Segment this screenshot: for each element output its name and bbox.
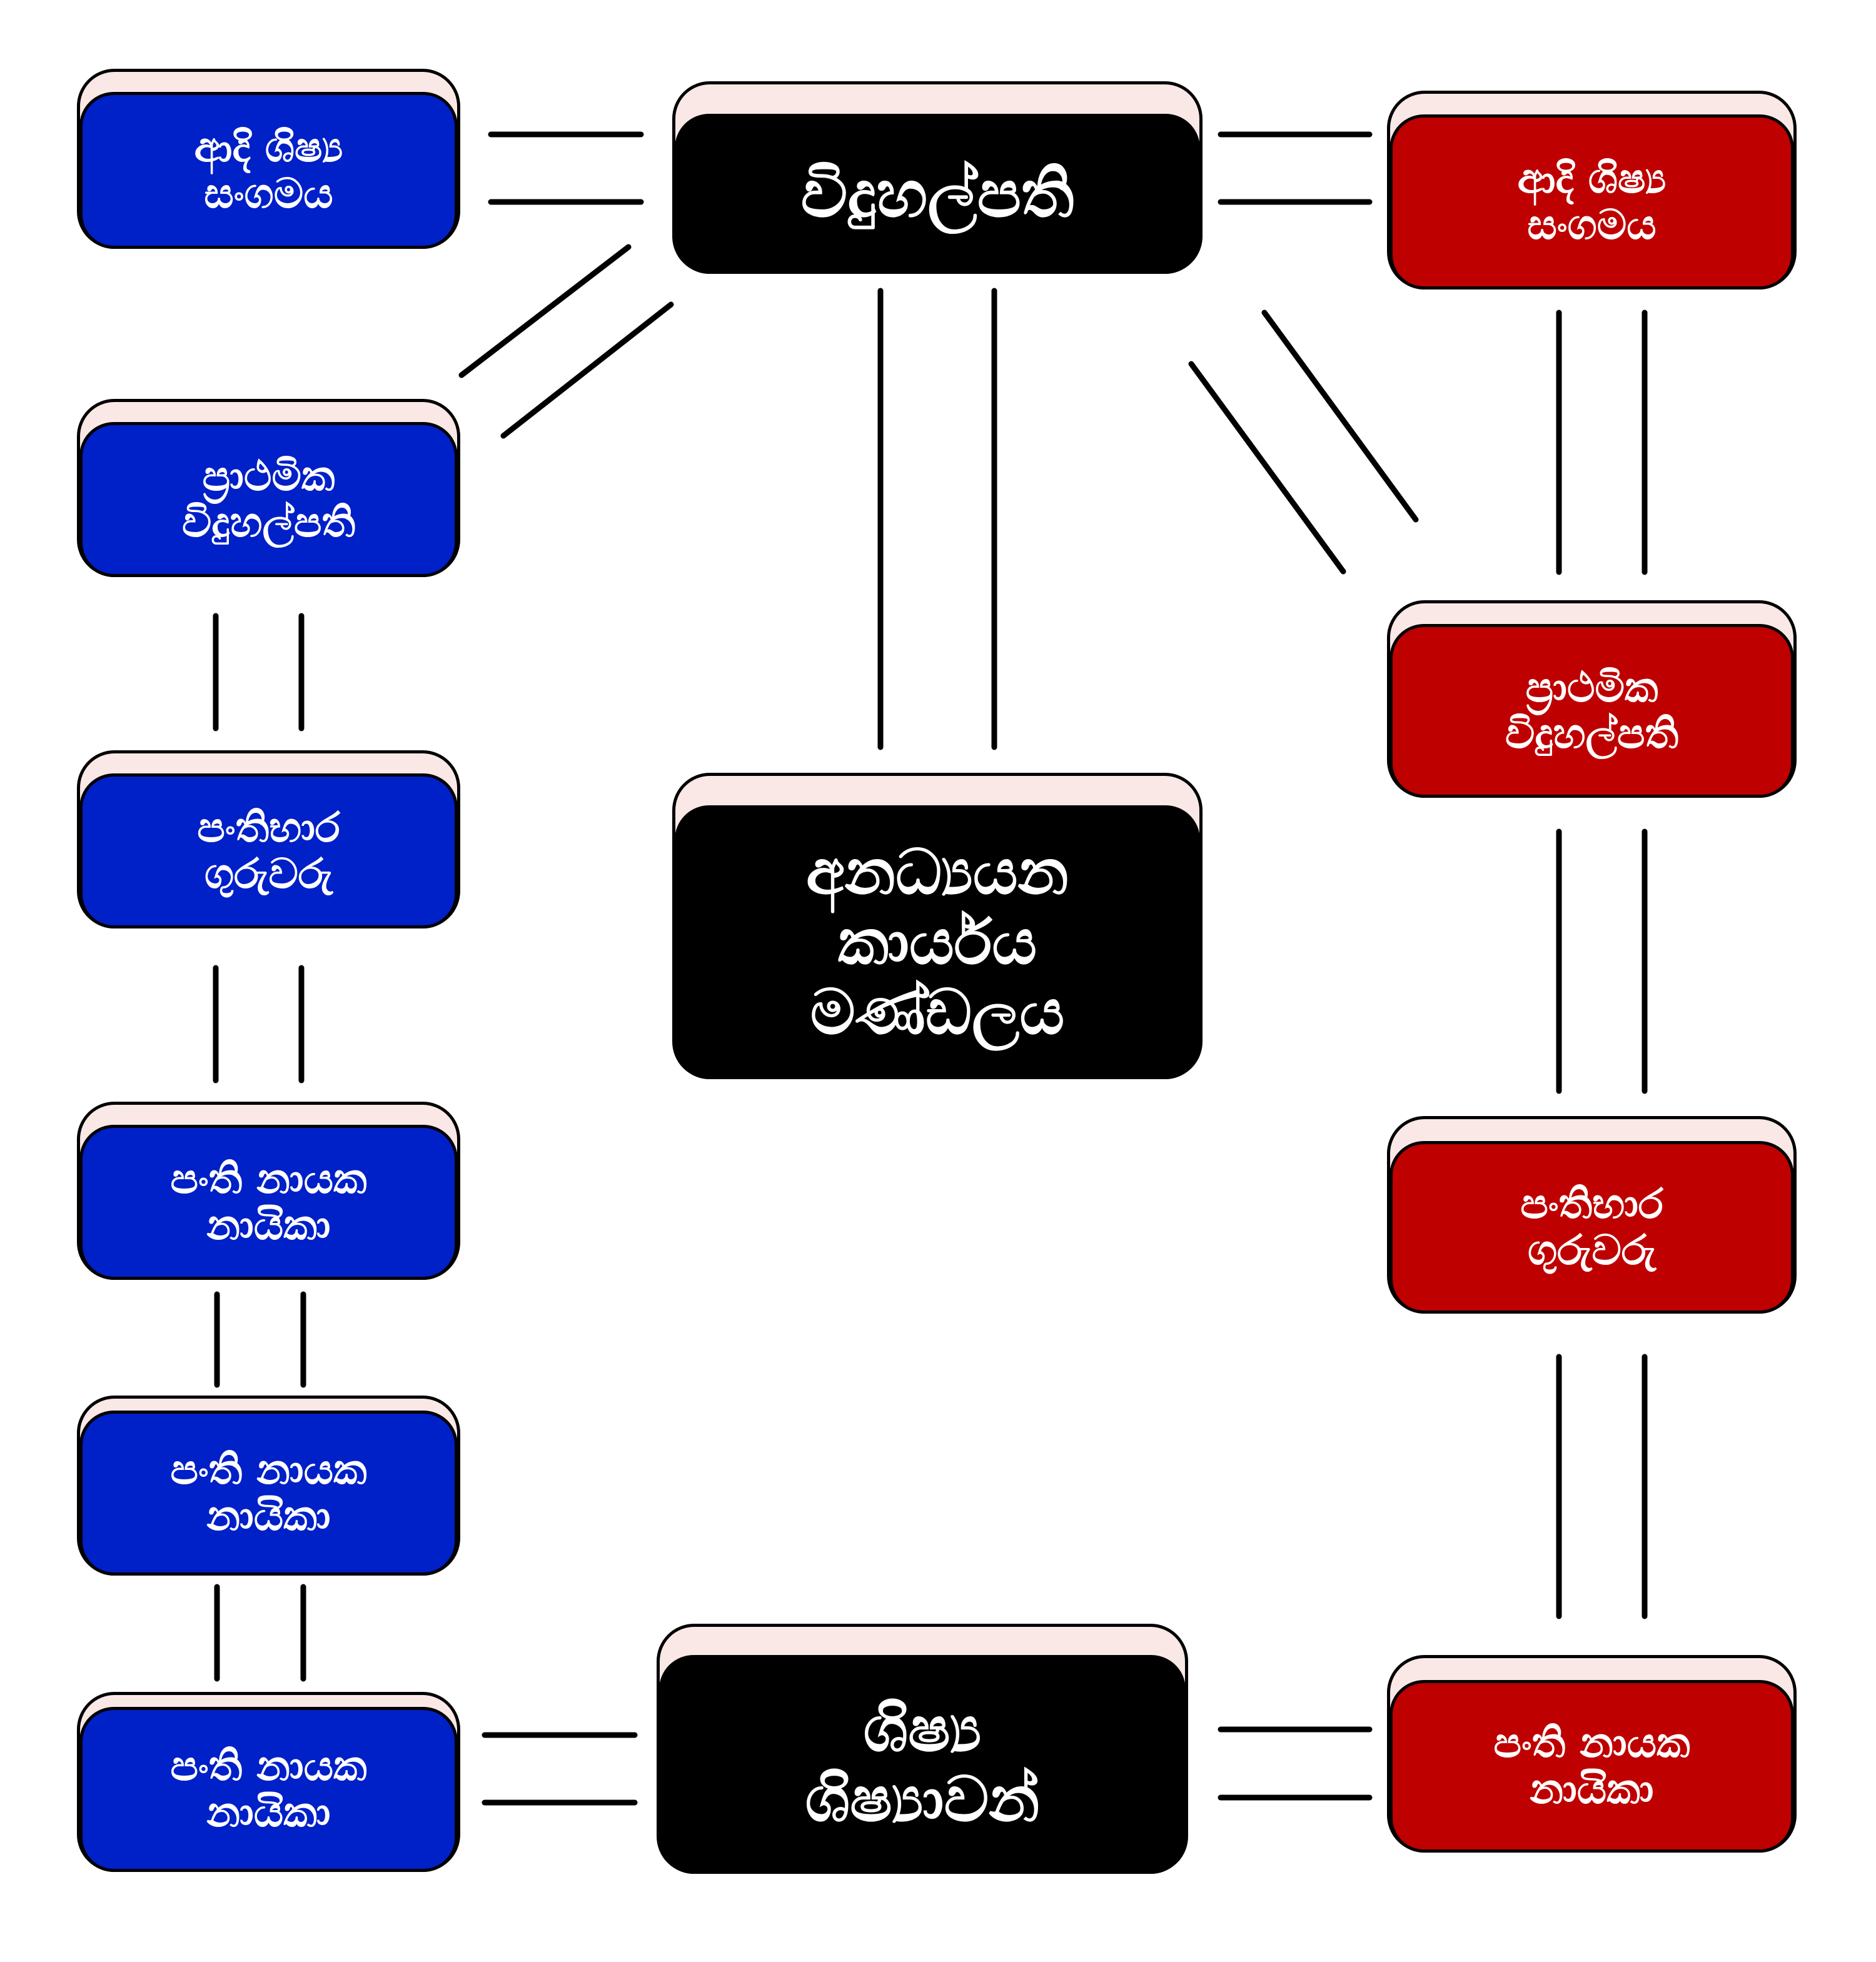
left-alumni-node: ආදි ශිෂ්‍ය සංගමය [77, 69, 460, 249]
card-front: පංතිභාර ගුරුවරු [1389, 1141, 1794, 1314]
principal-node: විදුහල්පති [672, 81, 1203, 274]
connector-line [1261, 309, 1419, 523]
card-front: අනධ්‍යයන කාර්යය මණ්ඩලය [675, 805, 1200, 1079]
card-front: පංති නායක නායිකා [79, 1125, 458, 1280]
left-class-monitors-node-2: පංති නායක නායිකා [77, 1396, 460, 1576]
card-front: ආදි ශිෂ්‍ය සංගමය [1389, 114, 1794, 289]
left-class-teachers-label: පංතිභාර ගුරුවරු [197, 803, 340, 898]
left-class-monitors-node-1: පංති නායක නායිකා [77, 1102, 460, 1280]
right-class-monitors-label: පංති නායක නායිකා [1493, 1719, 1690, 1813]
right-class-teachers-label: පංතිභාර ගුරුවරු [1520, 1180, 1663, 1274]
right-primary-principal-label: ප්‍රාථමික විදුහල්පති [1505, 663, 1679, 758]
connector-line [458, 244, 632, 378]
card-front: ප්‍රාථමික විදුහල්පති [1389, 624, 1794, 798]
students-node: ශිෂ්‍ය ශිෂ්‍යාවන් [657, 1624, 1188, 1874]
card-front: ප්‍රාථමික විදුහල්පති [79, 422, 458, 577]
card-front: පංතිභාර ගුරුවරු [79, 773, 458, 928]
principal-label: විදුහල්පති [800, 155, 1074, 232]
left-class-monitors-node-3: පංති නායක නායිකා [77, 1692, 460, 1872]
right-class-monitors-node: පංති නායක නායිකා [1387, 1655, 1797, 1853]
connector-line [1188, 361, 1346, 575]
non-academic-board-label: අනධ්‍යයන කාර්යය මණ්ඩලය [806, 835, 1069, 1049]
card-front: පංති නායක නායිකා [79, 1707, 458, 1872]
card-front: පංති නායක නායිකා [1389, 1680, 1794, 1853]
card-front: විදුහල්පති [675, 114, 1200, 274]
card-front: ශිෂ්‍ය ශිෂ්‍යාවන් [659, 1655, 1186, 1874]
card-front: ආදි ශිෂ්‍ය සංගමය [79, 92, 458, 249]
students-label: ශිෂ්‍ය ශිෂ්‍යාවන් [805, 1693, 1040, 1836]
left-class-monitors-label-1: පංති නායක නායිකා [170, 1155, 367, 1249]
left-class-monitors-label-2: පංති නායක නායිකා [170, 1446, 367, 1540]
left-alumni-label: ආදි ශිෂ්‍ය සංගමය [194, 123, 343, 218]
right-class-teachers-node: පංතිභාර ගුරුවරු [1387, 1116, 1797, 1314]
right-primary-principal-node: ප්‍රාථමික විදුහල්පති [1387, 600, 1797, 798]
left-class-teachers-node: පංතිභාර ගුරුවරු [77, 750, 460, 928]
connector-line [500, 301, 674, 439]
left-primary-principal-label: ප්‍රාථමික විදුහල්පති [181, 452, 356, 546]
right-alumni-label: ආදි ශිෂ්‍ය සංගමය [1517, 154, 1667, 249]
left-class-monitors-label-3: පංති නායක නායිකා [170, 1742, 367, 1836]
left-primary-principal-node: ප්‍රාථමික විදුහල්පති [77, 399, 460, 577]
non-academic-board-node: අනධ්‍යයන කාර්යය මණ්ඩලය [672, 773, 1203, 1079]
right-alumni-node: ආදි ශිෂ්‍ය සංගමය [1387, 91, 1797, 289]
card-front: පංති නායක නායිකා [79, 1411, 458, 1576]
